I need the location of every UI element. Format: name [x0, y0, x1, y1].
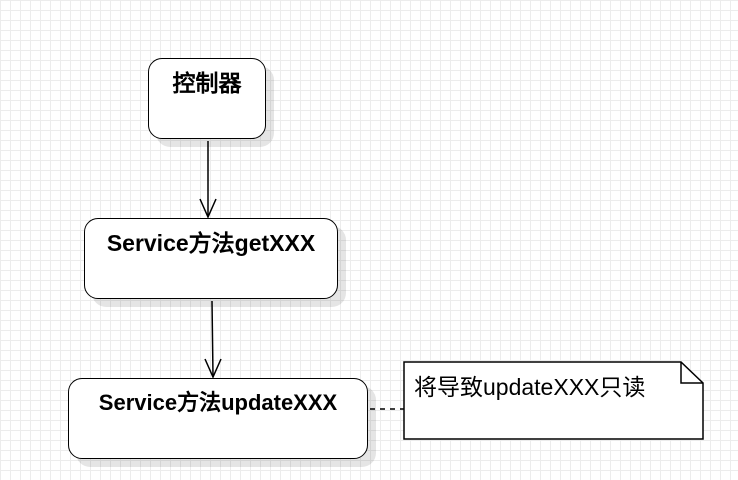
- edge-get-to-update: [204, 300, 222, 379]
- edge-controller-to-get: [199, 141, 217, 219]
- note-text: 将导致updateXXX只读: [414, 374, 646, 400]
- service-update-node-label: Service方法updateXXX: [98, 390, 338, 415]
- controller-node[interactable]: 控制器: [148, 58, 266, 139]
- service-get-node[interactable]: Service方法getXXX: [84, 218, 338, 299]
- service-update-node[interactable]: Service方法updateXXX: [68, 378, 368, 459]
- service-get-node-label: Service方法getXXX: [106, 230, 316, 256]
- controller-node-label: 控制器: [172, 70, 242, 96]
